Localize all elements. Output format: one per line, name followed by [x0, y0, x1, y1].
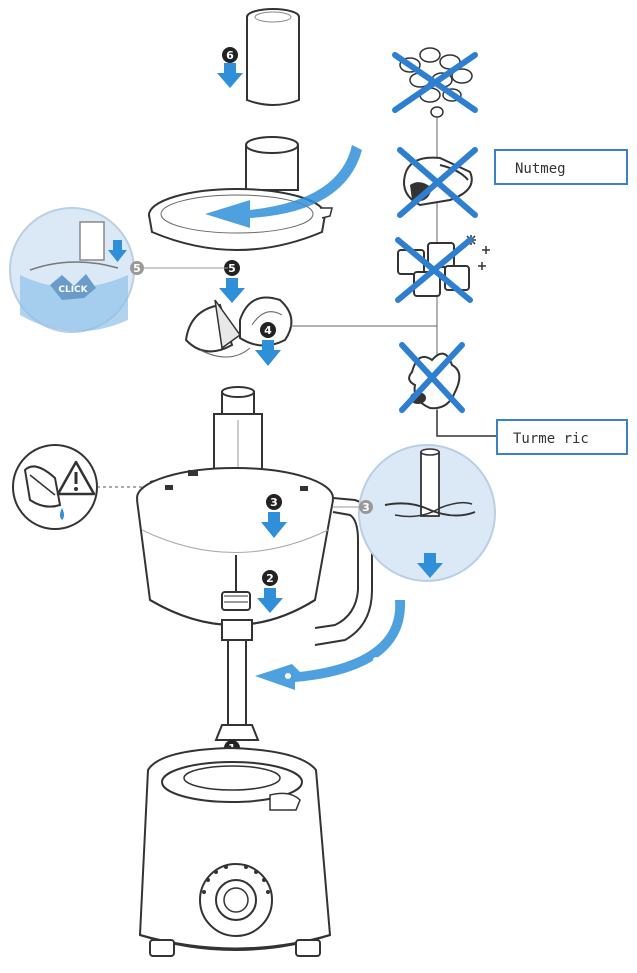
step-6-number: 6 [226, 49, 234, 62]
food-pusher [246, 8, 300, 106]
step-3-number: 3 [270, 496, 278, 509]
down-arrow-icon [261, 512, 287, 538]
speed-control-knob [199, 863, 273, 937]
step-3-bubble-badge: 3 [359, 500, 373, 514]
click-label: CLICK [58, 285, 88, 295]
turmeric-label: Turme ric [513, 431, 589, 447]
cross-icon [392, 52, 478, 113]
step-3-badge: 3 [266, 494, 282, 510]
onion-pieces [184, 296, 293, 358]
step-5-bubble-badge: 5 [130, 261, 144, 275]
down-arrow-icon [257, 588, 283, 613]
coupling [221, 555, 251, 611]
blade-detail-bubble [358, 444, 496, 582]
warning-bubble [12, 444, 98, 530]
cross-icon [397, 147, 478, 218]
turmeric-callout: Turme ric [496, 419, 628, 455]
cross-icon [395, 237, 473, 303]
drive-shaft [214, 619, 260, 741]
down-arrow-icon [217, 63, 243, 88]
step-3b-number: 3 [362, 501, 370, 514]
step-4-number: 4 [264, 324, 272, 337]
nutmeg-label: Nutmeg [515, 161, 566, 177]
step-2-number: 2 [266, 572, 274, 585]
click-detail-bubble: CLICK [9, 207, 135, 333]
step-5-badge: 5 [224, 260, 240, 276]
step-5b-number: 5 [133, 262, 141, 275]
curved-arrow-icon [205, 145, 362, 228]
down-arrow-icon [255, 340, 281, 366]
step-4-badge: 4 [260, 322, 276, 338]
cross-icon [399, 342, 465, 413]
step-2-badge: 2 [262, 570, 278, 586]
warning-icon [56, 460, 96, 496]
step-6-badge: 6 [222, 47, 238, 63]
curved-arrow-icon [255, 600, 406, 690]
bowl [136, 467, 373, 646]
turmeric-pointer-line [436, 410, 497, 437]
ice-cubes-forbidden [395, 235, 490, 303]
down-arrow-icon [219, 278, 245, 303]
nutmeg-forbidden [397, 147, 478, 218]
nutmeg-callout: Nutmeg [494, 149, 628, 185]
turmeric-forbidden [399, 342, 465, 413]
coffee-beans-forbidden [392, 47, 478, 118]
step-5-number: 5 [228, 262, 236, 275]
lid [148, 136, 333, 251]
motor-base [138, 746, 332, 957]
